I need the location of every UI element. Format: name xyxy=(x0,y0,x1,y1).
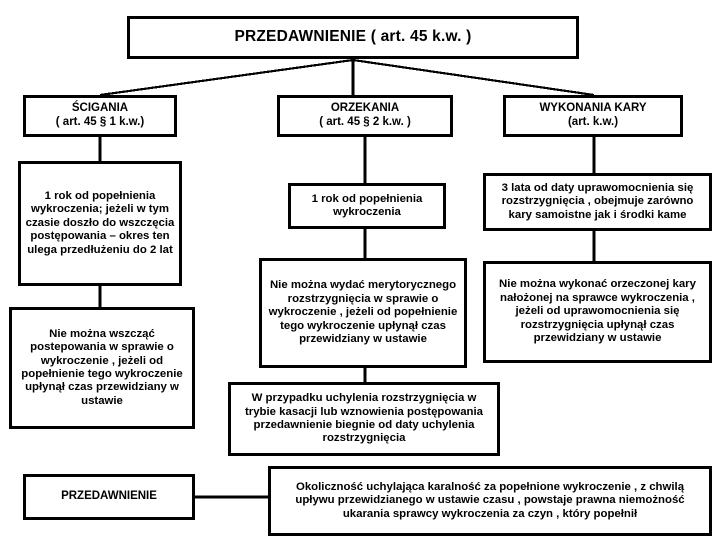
node-footer-label: PRZEDAWNIENIE xyxy=(23,474,195,520)
node-scigania-term: 1 rok od popełnienia wykroczenia; jeżeli… xyxy=(18,161,182,286)
node-scigania-effect: Nie można wszcząć postepowania w sprawie… xyxy=(9,307,195,429)
node-header-wykonania-kary: WYKONANIA KARY (art. k.w.) xyxy=(503,95,683,137)
node-footer-definition: Okoliczność uchylająca karalność za pope… xyxy=(268,466,712,536)
node-title-przedawnienie: PRZEDAWNIENIE ( art. 45 k.w. ) xyxy=(127,16,579,59)
node-orzekania-effect: Nie można wydać merytorycznego rozstrzyg… xyxy=(259,258,467,368)
node-wykonania-term: 3 lata od daty uprawomocnienia się rozst… xyxy=(483,173,712,231)
node-header-orzekania: ORZEKANIA ( art. 45 § 2 k.w. ) xyxy=(277,95,453,137)
node-header-scigania: ŚCIGANIA ( art. 45 § 1 k.w.) xyxy=(23,95,177,137)
node-orzekania-term: 1 rok od popełnienia wykroczenia xyxy=(288,183,446,229)
node-orzekania-kasacja: W przypadku uchylenia rozstrzygnięcia w … xyxy=(228,382,500,456)
node-wykonania-effect: Nie można wykonać orzeczonej kary nałożo… xyxy=(483,261,712,363)
